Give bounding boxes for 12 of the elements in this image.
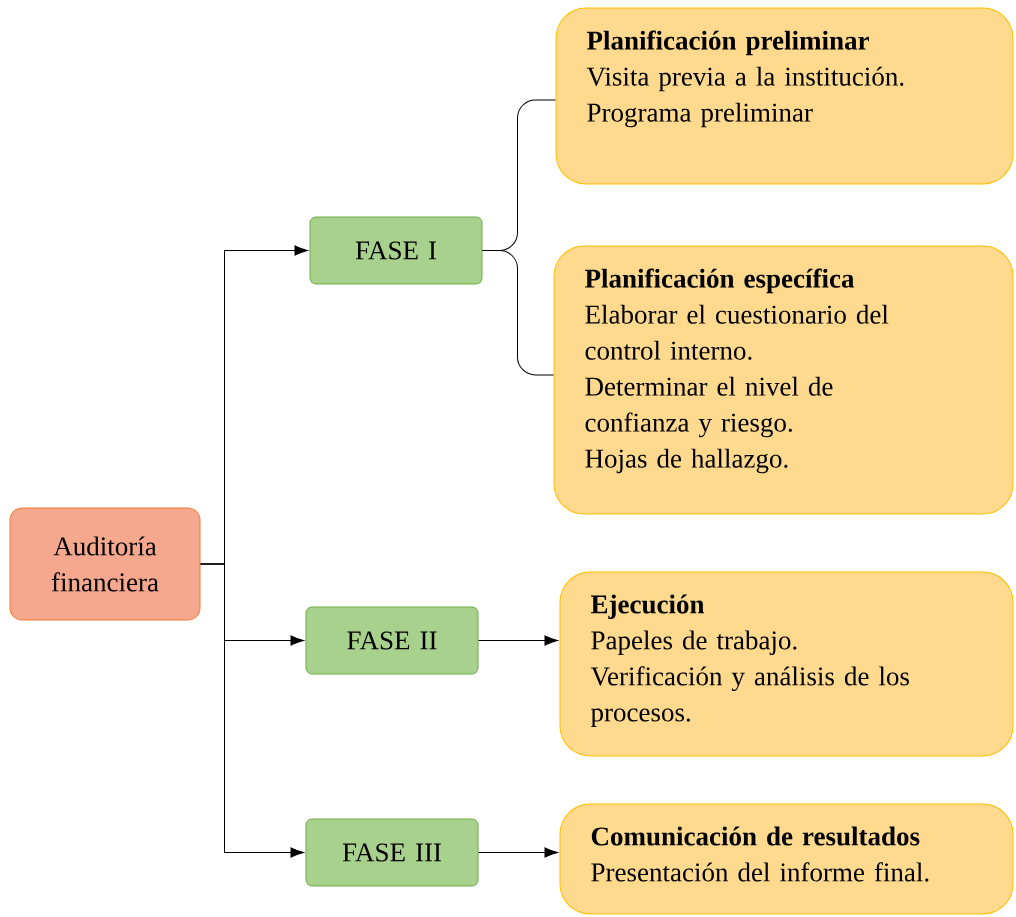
arrow bbox=[478, 635, 558, 646]
start-box: Auditoría financiera bbox=[9, 507, 201, 621]
info-box: Comunicación de resultados Presentación del informe final. bbox=[559, 803, 1014, 915]
arrow bbox=[478, 847, 558, 858]
info-box: Planificación preliminar Visita previa a la institución. Programa preliminar bbox=[555, 7, 1014, 185]
info-box: Planificación específica Elaborar el cuestionario del control interno. Determinar el nivel de confianza y riesgo. Hojas de hallazgo. bbox=[553, 245, 1014, 515]
phase-box: FASE II bbox=[305, 606, 479, 675]
bracket-connector bbox=[482, 250, 554, 376]
info-box: Ejecución Papeles de trabajo. Verificación y análisis de los procesos. bbox=[559, 571, 1014, 757]
arrow bbox=[200, 563, 304, 858]
phase-box: FASE I bbox=[309, 216, 483, 285]
phase-box: FASE III bbox=[305, 818, 479, 887]
